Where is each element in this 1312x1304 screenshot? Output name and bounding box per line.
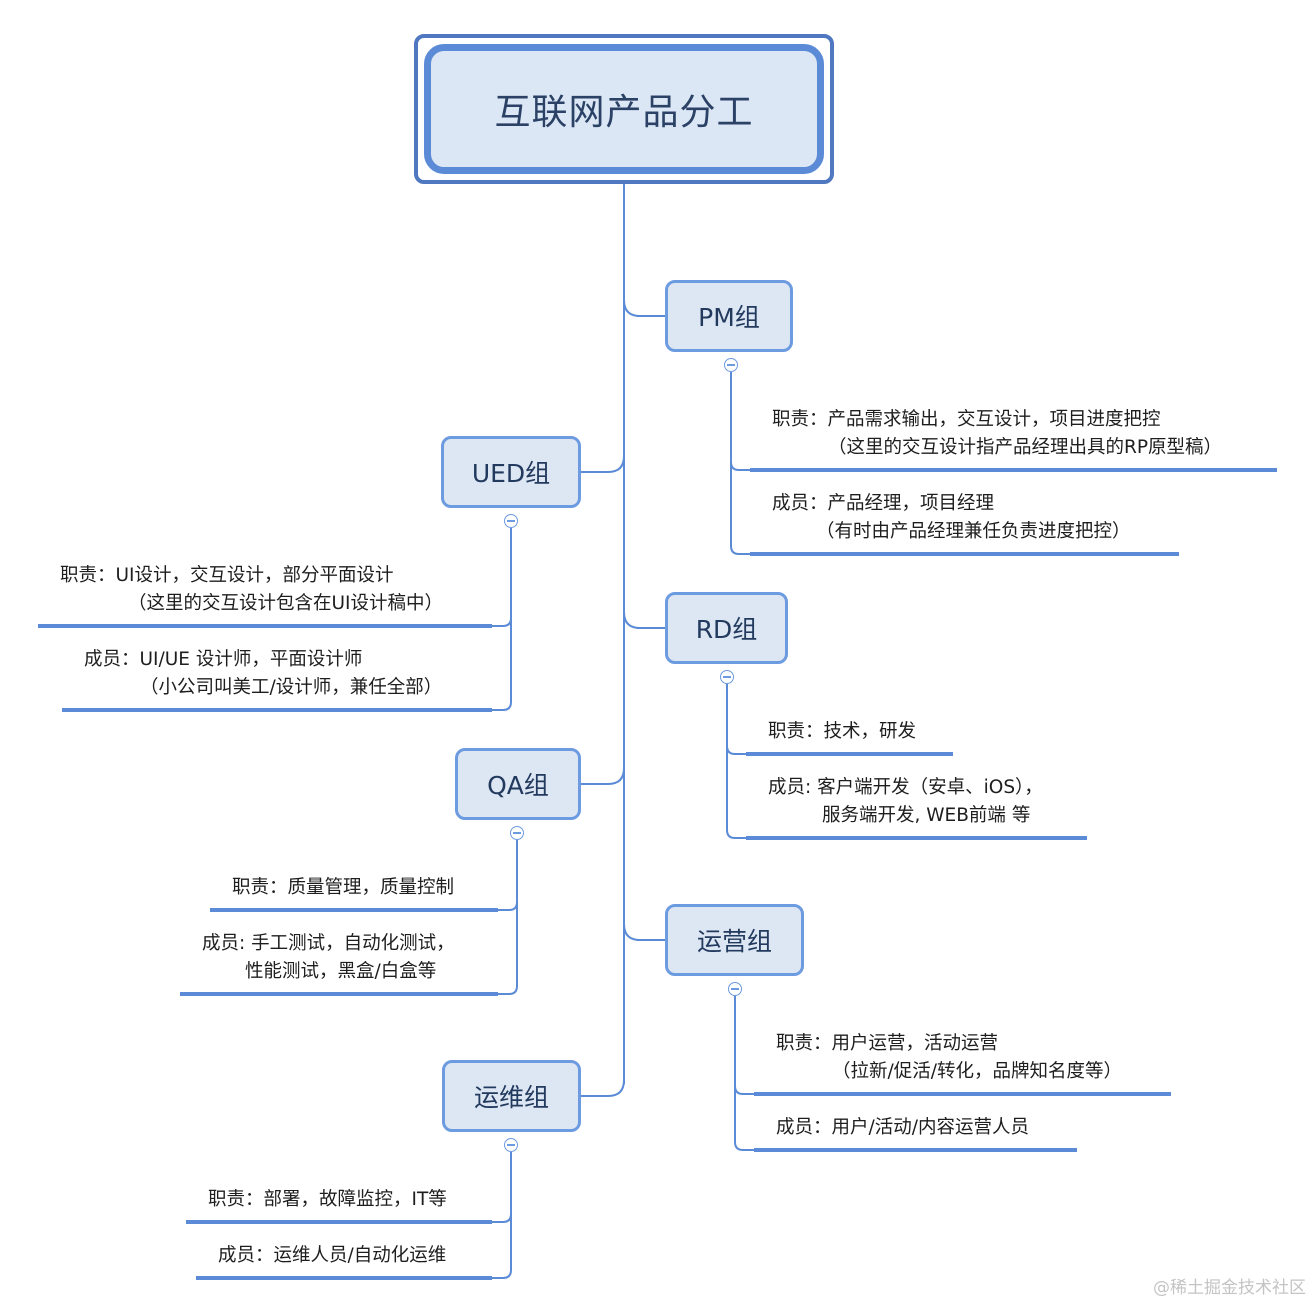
ued-members-line2: （小公司叫美工/设计师，兼任全部） bbox=[140, 677, 443, 698]
pm-members-line2: （有时由产品经理兼任负责进度把控） bbox=[816, 521, 1131, 542]
node-ued-label: UED组 bbox=[471, 459, 551, 488]
rd-duty-text[interactable]: 职责：技术，研发 bbox=[768, 718, 916, 746]
watermark: @稀土掘金技术社区 bbox=[1153, 1278, 1306, 1298]
ued-members-text[interactable]: 成员：UI/UE 设计师，平面设计师 （小公司叫美工/设计师，兼任全部） bbox=[84, 646, 442, 702]
node-qa[interactable]: QA组 bbox=[455, 748, 581, 820]
qa-branch-members bbox=[498, 902, 518, 995]
devops-collapse-icon[interactable] bbox=[504, 1138, 518, 1152]
pm-members-text[interactable]: 成员：产品经理，项目经理 （有时由产品经理兼任负责进度把控） bbox=[772, 490, 1131, 546]
devops-members-text[interactable]: 成员：运维人员/自动化运维 bbox=[218, 1242, 446, 1270]
ops-members-text[interactable]: 成员：用户/活动/内容运营人员 bbox=[776, 1114, 1029, 1142]
qa-branch-duty bbox=[498, 840, 518, 911]
node-rd-label: RD组 bbox=[695, 615, 758, 644]
pm-duty-line2: （这里的交互设计指产品经理出具的RP原型稿） bbox=[828, 437, 1223, 458]
node-ued[interactable]: UED组 bbox=[441, 436, 581, 508]
ops-duty-text[interactable]: 职责：用户运营，活动运营 （拉新/促活/转化，品牌知名度等） bbox=[776, 1030, 1122, 1086]
ued-branch-duty bbox=[492, 528, 512, 627]
rd-branch-members bbox=[726, 746, 746, 839]
pm-members-line1: 成员：产品经理，项目经理 bbox=[772, 493, 995, 514]
ued-duty-line2: （这里的交互设计包含在UI设计稿中） bbox=[128, 593, 443, 614]
pm-duty-line1: 职责：产品需求输出，交互设计，项目进度把控 bbox=[772, 409, 1161, 430]
qa-collapse-icon[interactable] bbox=[510, 826, 524, 840]
rd-members-line1: 成员: 客户端开发（安卓、iOS）， bbox=[768, 777, 1043, 798]
devops-branch-members bbox=[492, 1214, 512, 1279]
trunk-to-devops bbox=[580, 1079, 625, 1097]
ops-branch-duty bbox=[734, 996, 754, 1095]
devops-duty-text[interactable]: 职责：部署，故障监控，IT等 bbox=[208, 1186, 447, 1214]
trunk-to-qa bbox=[580, 767, 625, 785]
rd-duty-line1: 职责：技术，研发 bbox=[768, 721, 917, 742]
ops-duty-line1: 职责：用户运营，活动运营 bbox=[776, 1033, 999, 1054]
trunk-to-ops bbox=[623, 923, 666, 941]
rd-branch-duty bbox=[726, 684, 746, 755]
pm-branch-duty bbox=[730, 372, 750, 471]
rd-members-line2: 服务端开发, WEB前端 等 bbox=[822, 805, 1031, 826]
node-ops[interactable]: 运营组 bbox=[665, 904, 804, 976]
devops-duty-line1: 职责：部署，故障监控，IT等 bbox=[208, 1189, 447, 1210]
ued-members-line1: 成员：UI/UE 设计师，平面设计师 bbox=[84, 649, 363, 670]
ued-duty-text[interactable]: 职责：UI设计，交互设计，部分平面设计 （这里的交互设计包含在UI设计稿中） bbox=[60, 562, 443, 618]
trunk-to-rd bbox=[623, 611, 666, 629]
node-pm[interactable]: PM组 bbox=[665, 280, 793, 352]
qa-members-line1: 成员: 手工测试，自动化测试， bbox=[202, 933, 455, 954]
node-devops[interactable]: 运维组 bbox=[442, 1060, 581, 1132]
ops-collapse-icon[interactable] bbox=[728, 982, 742, 996]
trunk-to-pm bbox=[623, 299, 666, 317]
node-rd[interactable]: RD组 bbox=[665, 592, 788, 664]
pm-branch-members bbox=[730, 462, 750, 555]
ued-duty-line1: 职责：UI设计，交互设计，部分平面设计 bbox=[60, 565, 394, 586]
trunk-to-ued bbox=[580, 455, 625, 473]
qa-members-line2: 性能测试，黑盒/白盒等 bbox=[245, 961, 437, 982]
qa-duty-line1: 职责：质量管理，质量控制 bbox=[232, 877, 455, 898]
ops-duty-line2: （拉新/促活/转化，品牌知名度等） bbox=[832, 1061, 1122, 1082]
qa-duty-text[interactable]: 职责：质量管理，质量控制 bbox=[232, 874, 454, 902]
node-devops-label: 运维组 bbox=[473, 1083, 549, 1112]
ued-branch-members bbox=[492, 618, 512, 711]
node-ops-label: 运营组 bbox=[696, 927, 772, 956]
root-title: 互联网产品分工 bbox=[494, 92, 754, 133]
rd-collapse-icon[interactable] bbox=[720, 670, 734, 684]
ued-collapse-icon[interactable] bbox=[504, 514, 518, 528]
pm-duty-text[interactable]: 职责：产品需求输出，交互设计，项目进度把控 （这里的交互设计指产品经理出具的RP… bbox=[772, 406, 1222, 462]
qa-members-text[interactable]: 成员: 手工测试，自动化测试， 性能测试，黑盒/白盒等 bbox=[202, 930, 455, 986]
ops-branch-members bbox=[734, 1086, 754, 1151]
root-node[interactable]: 互联网产品分工 bbox=[424, 44, 824, 174]
ops-members-line1: 成员：用户/活动/内容运营人员 bbox=[776, 1117, 1029, 1138]
node-qa-label: QA组 bbox=[487, 771, 549, 800]
devops-branch-duty bbox=[492, 1152, 512, 1223]
node-pm-label: PM组 bbox=[698, 303, 760, 332]
devops-members-line1: 成员：运维人员/自动化运维 bbox=[218, 1245, 447, 1266]
rd-members-text[interactable]: 成员: 客户端开发（安卓、iOS）， 服务端开发, WEB前端 等 bbox=[768, 774, 1043, 830]
pm-collapse-icon[interactable] bbox=[724, 358, 738, 372]
